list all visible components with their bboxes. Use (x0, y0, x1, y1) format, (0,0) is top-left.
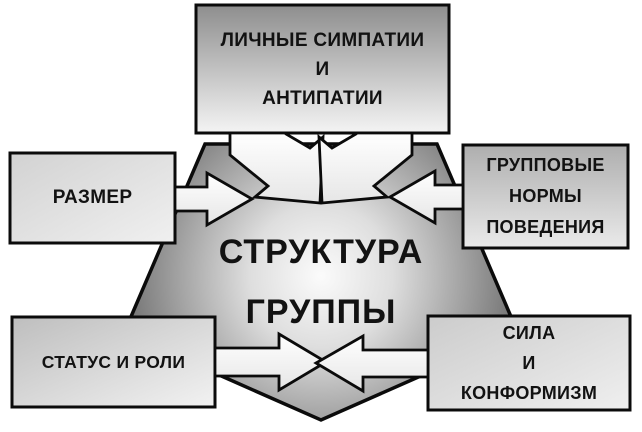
box-power-conformism (426, 314, 632, 412)
arrow-from-right (387, 168, 465, 226)
box-personal-sympathies (194, 3, 451, 135)
arrow-from-bottom-right (313, 333, 430, 394)
box-status-roles (10, 315, 217, 409)
arrow-from-bottom-left (213, 331, 329, 393)
box-size (8, 151, 177, 245)
box-group-norms (461, 143, 630, 250)
arrow-from-top-right (317, 131, 414, 205)
arrow-from-left (173, 170, 255, 228)
